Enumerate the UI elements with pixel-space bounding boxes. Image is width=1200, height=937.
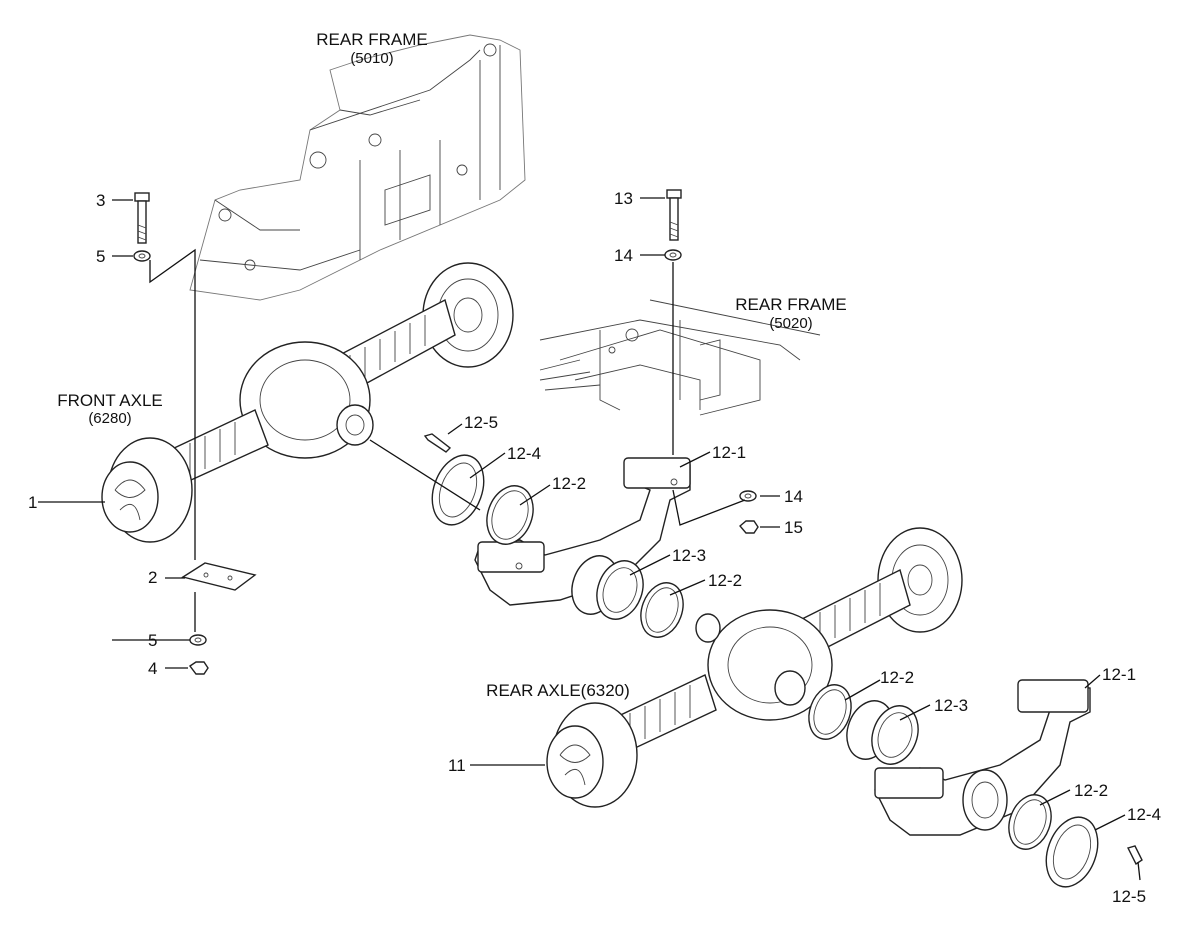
callout-1: 1	[28, 493, 37, 512]
cradle-12-1-lower	[874, 679, 1091, 836]
rear-frame-5020-drawing	[539, 299, 821, 416]
nut-15	[739, 520, 759, 534]
callout-13: 13	[614, 189, 633, 208]
callout-12-2-lower-left: 12-2	[880, 668, 914, 687]
callout-4: 4	[148, 659, 157, 678]
plate-2	[181, 562, 257, 591]
callout-14-right: 14	[784, 487, 803, 506]
bolt-3	[134, 192, 150, 244]
cover-12-4-lower	[1045, 816, 1099, 888]
washer-5-upper	[133, 250, 151, 262]
front-axle-title: FRONT AXLE	[57, 391, 163, 410]
sleeve-12-3-lower	[846, 700, 919, 765]
bolt-13	[666, 189, 682, 241]
rear-frame-5010-drawing	[189, 34, 526, 301]
callout-5-upper: 5	[96, 247, 105, 266]
ring-12-2-upper	[486, 485, 534, 545]
callout-3: 3	[96, 191, 105, 210]
front-axle-drawing	[101, 262, 514, 543]
bolt-12-5-lower	[1126, 845, 1143, 866]
front-axle-code: (6280)	[88, 410, 131, 427]
callout-12-5-upper: 12-5	[464, 413, 498, 432]
bolt-12-5-upper	[423, 433, 452, 453]
cradle-12-1-upper	[474, 457, 691, 606]
rear-frame-5020-title: REAR FRAME	[735, 295, 846, 314]
callout-15: 15	[784, 518, 803, 537]
ring-12-2-lower-left	[808, 684, 852, 740]
front-axle-label: FRONT AXLE (6280)	[57, 391, 163, 427]
callout-12-2-upper: 12-2	[552, 474, 586, 493]
callout-12-1-lower: 12-1	[1102, 665, 1136, 684]
callout-14-upper: 14	[614, 246, 633, 265]
washer-5-lower	[189, 634, 207, 646]
rear-axle-title: REAR AXLE(6320)	[486, 681, 630, 700]
callout-12-4-upper: 12-4	[507, 444, 541, 463]
rear-frame-5010-label: REAR FRAME (5010)	[316, 30, 427, 67]
ring-12-2-lower-right	[1008, 794, 1052, 850]
callout-12-3-lower: 12-3	[934, 696, 968, 715]
rear-axle-drawing	[546, 527, 963, 808]
callout-2: 2	[148, 568, 157, 587]
rear-frame-5020-label: REAR FRAME (5020)	[735, 295, 846, 332]
washer-14-right	[739, 490, 757, 502]
callout-12-4-lower: 12-4	[1127, 805, 1161, 824]
washer-14-upper	[664, 249, 682, 261]
callout-12-2-mid: 12-2	[708, 571, 742, 590]
callout-12-5-lower: 12-5	[1112, 887, 1146, 906]
callout-11: 11	[448, 756, 466, 775]
callout-12-3-upper: 12-3	[672, 546, 706, 565]
rear-frame-5020-code: (5020)	[769, 315, 812, 332]
ring-12-2-mid	[640, 582, 684, 638]
callout-12-2-lower-right: 12-2	[1074, 781, 1108, 800]
cover-12-4-upper	[431, 454, 485, 526]
nut-4	[188, 661, 209, 675]
callout-5-lower: 5	[148, 631, 157, 650]
callout-12-1-upper: 12-1	[712, 443, 746, 462]
sleeve-12-3-upper	[571, 555, 644, 620]
rear-frame-5010-code: (5010)	[350, 50, 393, 67]
rear-frame-5010-title: REAR FRAME	[316, 30, 427, 49]
leader-lines	[38, 197, 1141, 881]
